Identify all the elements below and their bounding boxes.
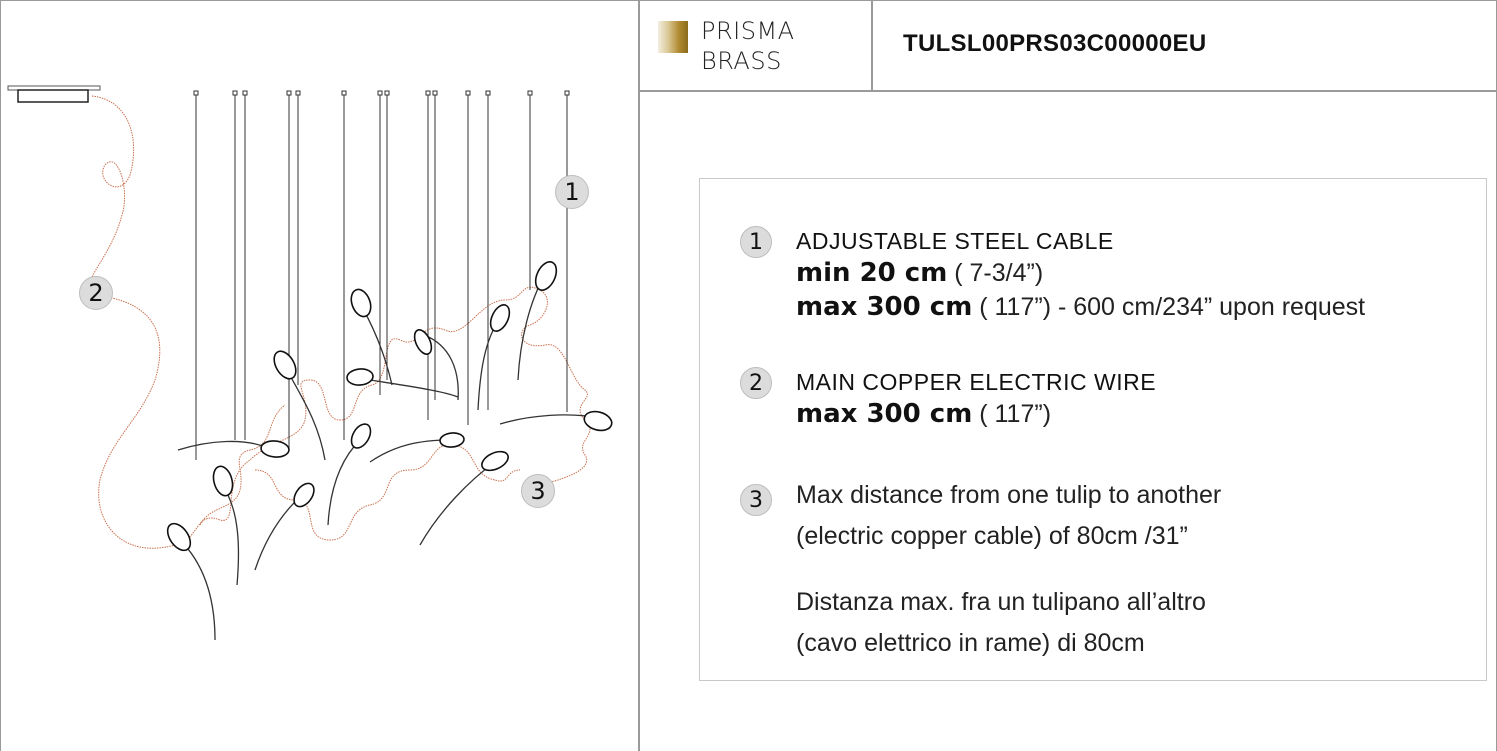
outer-left-border [0, 0, 1, 751]
tulip-heads [166, 261, 613, 552]
legend-text: MAIN COPPER ELECTRIC WIRE max 300 cm ( 1… [796, 367, 1156, 431]
product-code: TULSL00PRS03C00000EU [903, 30, 1207, 57]
cable-anchors [193, 90, 570, 96]
header-bottom-rule [638, 90, 1497, 92]
legend-number-badge: 1 [740, 226, 772, 258]
max-length-value: max 300 cm [796, 399, 973, 429]
max-length-spec: max 300 cm ( 117”) - 600 cm/234” upon re… [796, 290, 1365, 324]
legend-title: MAIN COPPER ELECTRIC WIRE [796, 369, 1157, 395]
outer-top-border [0, 0, 1497, 1]
callout-copper-wire: 2 [79, 276, 113, 310]
steel-cables [195, 94, 568, 460]
max-length-spec: max 300 cm ( 117”) [796, 397, 1156, 431]
brass-swatch-icon [658, 21, 688, 53]
copper-branch-wire [254, 444, 521, 541]
finish-label: PRISMA BRASS [658, 16, 795, 82]
min-length-imperial: ( 7-3/4”) [947, 259, 1044, 287]
distance-note-it-line1: Distanza max. fra un tulipano all’altro [796, 588, 1206, 616]
tulip-stems [177, 274, 599, 641]
distance-note-en-line2: (electric copper cable) of 80cm /31” [796, 522, 1188, 550]
legend-box: 1 ADJUSTABLE STEEL CABLE min 20 cm ( 7-3… [699, 178, 1487, 681]
min-length-value: min 20 cm [796, 258, 948, 288]
tulip-installation-illustration [7, 85, 613, 641]
ceiling-canopy [7, 85, 101, 103]
legend-text: ADJUSTABLE STEEL CABLE min 20 cm ( 7-3/4… [796, 226, 1365, 324]
max-length-imperial: ( 117”) - 600 cm/234” upon request [972, 293, 1366, 321]
finish-name: PRISMA BRASS [701, 17, 795, 75]
technical-drawing: 1 2 3 [0, 0, 638, 751]
min-length-spec: min 20 cm ( 7-3/4”) [796, 256, 1365, 290]
header-divider [871, 0, 873, 91]
callout-tulip-distance: 3 [521, 474, 555, 508]
legend-number-badge: 2 [740, 367, 772, 399]
copper-branch-wire-2 [199, 404, 286, 526]
panel-divider [638, 0, 640, 751]
distance-note-en-line1: Max distance from one tulip to another [796, 481, 1222, 509]
max-length-value: max 300 cm [796, 292, 973, 322]
legend-title: ADJUSTABLE STEEL CABLE [796, 228, 1114, 254]
legend-number-badge: 3 [740, 484, 772, 516]
callout-steel-cable: 1 [555, 175, 589, 209]
legend-text: Max distance from one tulip to another (… [796, 475, 1221, 664]
copper-main-wire [88, 95, 591, 549]
distance-note-it-line2: (cavo elettrico in rame) di 80cm [796, 629, 1145, 657]
max-length-imperial: ( 117”) [972, 400, 1052, 428]
